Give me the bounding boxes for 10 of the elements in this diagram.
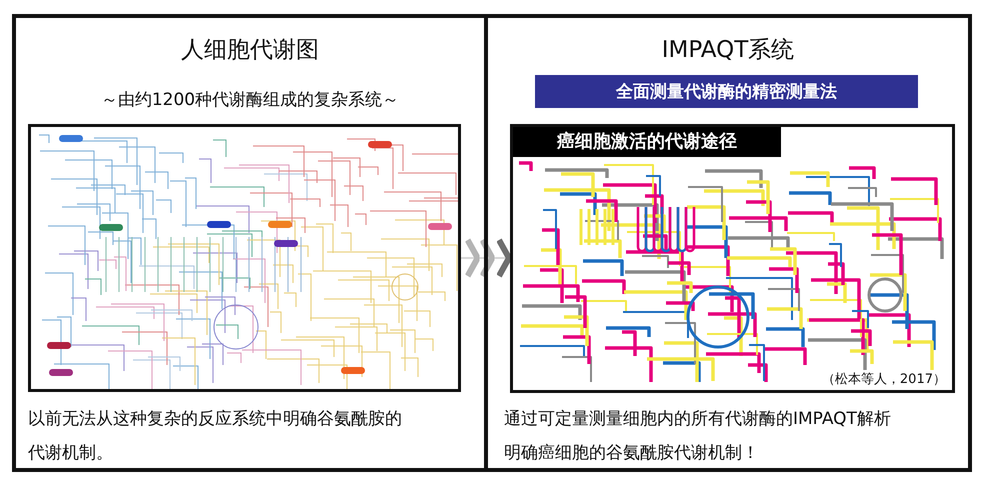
description-text: 以前无法从这种复杂的反应系统中明确谷氨酰胺的代谢机制。 <box>28 408 403 465</box>
header-band <box>535 75 918 108</box>
description-text: 通过可定量测量细胞内的所有代谢酶的IMPAQT解析明确癌细胞的谷氨酰胺代谢机制！ <box>504 408 892 465</box>
picture-frame <box>510 124 955 393</box>
picture-header: 癌细胞激活的代谢途径 <box>513 127 781 157</box>
panel-subtitle: ～由约1200种代谢酶组成的复杂系统～ <box>100 89 400 111</box>
band-text: 全面测量代谢酶的精密测量法 <box>616 81 837 103</box>
chevron-arrow <box>461 238 510 278</box>
panel-title: 人细胞代谢图 <box>180 36 320 65</box>
panel-title: IMPAQT系统 <box>660 36 796 65</box>
